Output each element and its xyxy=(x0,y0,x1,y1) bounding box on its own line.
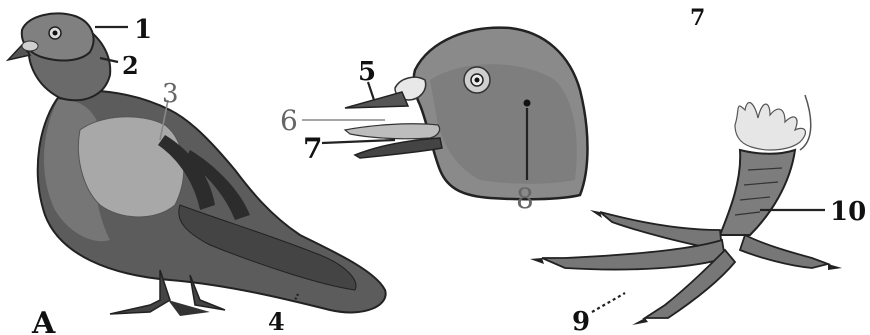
leader-line-7 xyxy=(322,140,395,143)
label-2: 2 xyxy=(122,51,139,80)
label-7: 7 xyxy=(303,132,322,165)
label-8: 8 xyxy=(516,182,534,215)
leader-line-9 xyxy=(592,293,625,312)
label-6: 6 xyxy=(280,104,298,137)
label-3: 3 xyxy=(162,79,179,109)
pigeon-body-illustration xyxy=(8,14,386,316)
corner-mark: 7 xyxy=(690,5,705,31)
pigeon-head-illustration xyxy=(345,28,588,200)
label-1: 1 xyxy=(134,15,152,45)
label-10: 10 xyxy=(830,197,866,227)
label-4: 4 xyxy=(268,307,285,335)
label-9: 9 xyxy=(572,307,590,335)
label-5: 5 xyxy=(358,57,376,87)
panel-label-a: A xyxy=(31,306,56,335)
